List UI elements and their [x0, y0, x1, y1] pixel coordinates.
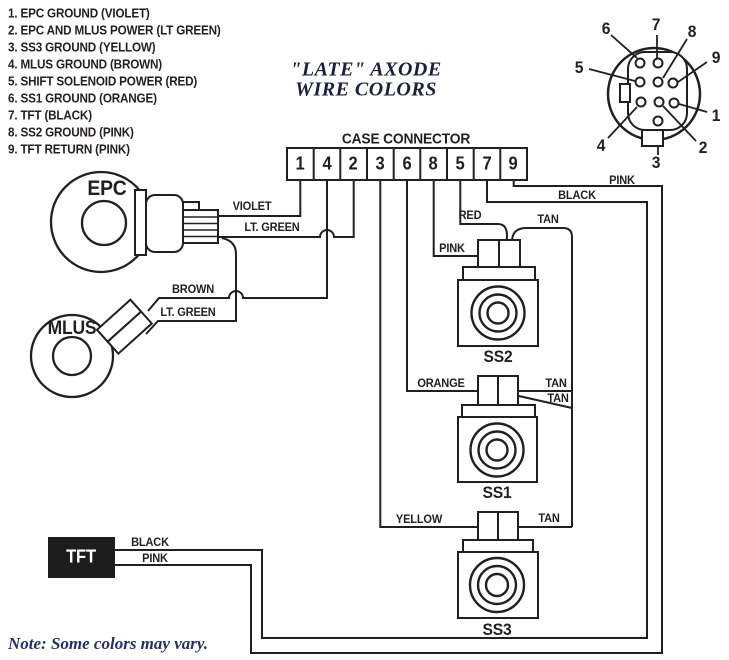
- round-pin-7: 7: [651, 15, 661, 34]
- wire-label-pink-ss2: PINK: [439, 241, 465, 255]
- tft-label: TFT: [66, 546, 96, 567]
- wire-label-tan-ss3: TAN: [538, 511, 560, 525]
- round-connector-leaders: [588, 34, 708, 155]
- wire-label-red: RED: [458, 208, 482, 222]
- round-pin-1: 1: [711, 106, 721, 125]
- case-pin-8: 8: [428, 153, 438, 174]
- round-pin-8: 8: [687, 22, 697, 41]
- wire-yellow: [379, 180, 488, 528]
- round-pin-9: 9: [711, 48, 721, 67]
- case-pin-7: 7: [482, 153, 492, 174]
- ss3-solenoid: [457, 511, 539, 619]
- round-pin-6: 6: [601, 19, 611, 38]
- wire-label-pink-case: PINK: [609, 173, 635, 187]
- legend-item-6: 6. SS1 GROUND (ORANGE): [8, 90, 157, 106]
- wire-brown: [147, 180, 328, 312]
- wire-label-tan-ss1-upper: TAN: [545, 376, 567, 390]
- page-title-line-1: "LATE" AXODE: [290, 58, 442, 81]
- tft-sensor: [48, 537, 115, 578]
- round-pin-5: 5: [574, 58, 584, 77]
- wire-violet: [218, 180, 302, 217]
- case-pin-1: 1: [295, 153, 305, 174]
- epc-label: EPC: [87, 177, 127, 200]
- ss2-solenoid: [457, 239, 539, 347]
- wire-label-black-tft: BLACK: [131, 535, 169, 549]
- wire-label-pink-tft: PINK: [142, 551, 168, 565]
- case-connector-boxes: [286, 147, 528, 181]
- mlus-solenoid: [29, 298, 154, 399]
- wire-black-tft-circuit: [115, 180, 648, 639]
- wire-label-lt-green-epc: LT. GREEN: [244, 220, 300, 234]
- wire-label-black-case: BLACK: [558, 188, 596, 202]
- legend-item-9: 9. TFT RETURN (PINK): [8, 141, 130, 157]
- round-connector: [588, 34, 708, 155]
- round-pin-4: 4: [596, 136, 606, 155]
- case-pin-6: 6: [402, 153, 412, 174]
- wire-lt-green-mlus: [145, 237, 237, 335]
- epc-solenoid: [49, 170, 219, 274]
- note-text: Note: Some colors may vary.: [8, 634, 209, 653]
- ss3-label: SS3: [482, 620, 512, 639]
- ss1-label: SS1: [482, 483, 512, 502]
- wire-label-yellow: YELLOW: [395, 512, 443, 526]
- case-pin-5: 5: [455, 153, 465, 174]
- round-pin-2: 2: [698, 138, 708, 157]
- legend-item-7: 7. TFT (BLACK): [8, 107, 92, 123]
- wire-pink-ss2: [432, 180, 490, 257]
- wire-label-lt-green-mlus: LT. GREEN: [160, 305, 216, 319]
- case-pin-4: 4: [322, 153, 332, 174]
- wire-label-orange: ORANGE: [417, 376, 465, 390]
- case-pin-3: 3: [375, 153, 385, 174]
- legend-item-8: 8. SS2 GROUND (PINK): [8, 124, 134, 140]
- mlus-label: MLUS: [47, 318, 97, 339]
- legend-item-5: 5. SHIFT SOLENOID POWER (RED): [8, 73, 198, 89]
- wire-label-brown: BROWN: [171, 282, 215, 296]
- page-title-line-2: WIRE COLORS: [295, 78, 437, 101]
- case-pin-9: 9: [508, 153, 518, 174]
- case-connector-label: CASE CONNECTOR: [341, 130, 471, 148]
- wire-label-tan-ss1-lower: TAN: [547, 391, 569, 405]
- legend-item-2: 2. EPC AND MLUS POWER (LT GREEN): [8, 22, 221, 38]
- legend-item-4: 4. MLUS GROUND (BROWN): [8, 56, 162, 72]
- ss2-label: SS2: [483, 347, 513, 366]
- wire-label-tan-ss2: TAN: [537, 212, 559, 226]
- round-connector-pin-holes: [634, 57, 680, 127]
- wire-lt-green-epc: [218, 180, 355, 238]
- case-pin-2: 2: [348, 153, 358, 174]
- ss1-solenoid: [457, 375, 538, 483]
- legend-item-3: 3. SS3 GROUND (YELLOW): [8, 39, 156, 55]
- wire-label-violet: VIOLET: [232, 199, 272, 213]
- wire-pink-tft-circuit: [115, 180, 663, 654]
- wire-orange: [406, 180, 490, 392]
- round-pin-3: 3: [651, 153, 661, 172]
- legend-item-1: 1. EPC GROUND (VIOLET): [8, 5, 150, 21]
